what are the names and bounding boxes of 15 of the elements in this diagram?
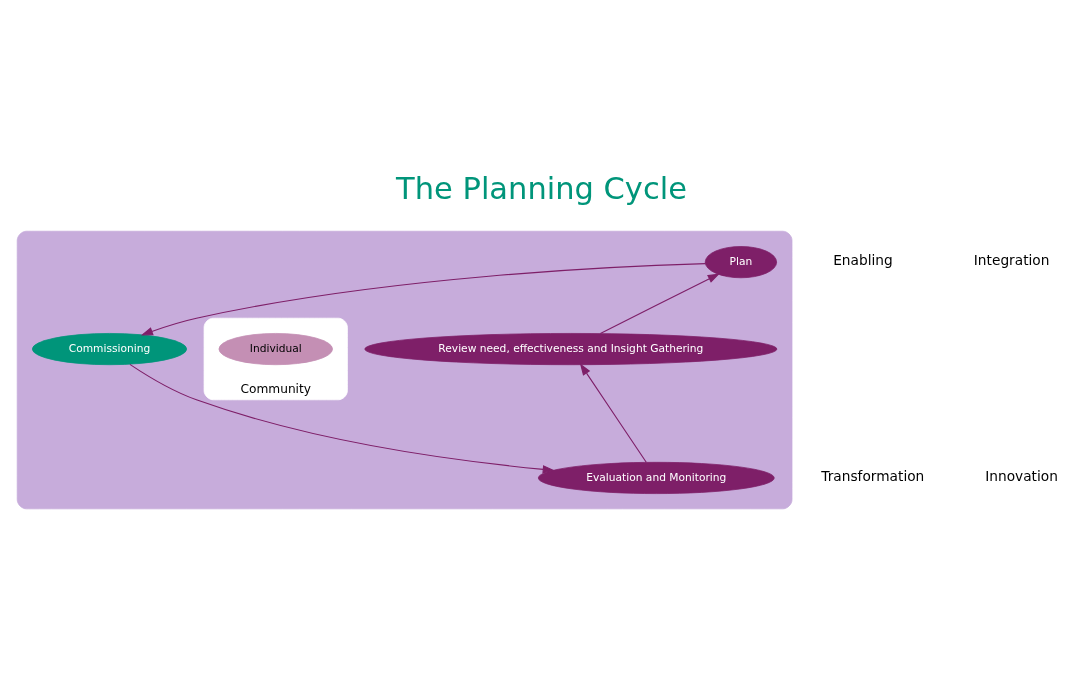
- cluster: [16, 230, 793, 510]
- arrow: [140, 263, 706, 336]
- label: Integration: [973, 252, 1050, 269]
- label: Innovation: [985, 468, 1058, 485]
- node-ellipse: Evaluation and Monitoring: [537, 461, 775, 494]
- node-ellipse: Review need, effectiveness and Insight Gathering: [364, 333, 778, 366]
- arrow: [599, 273, 720, 335]
- node-ellipse: Individual: [218, 333, 333, 366]
- arrow: [129, 363, 555, 474]
- arrow: [579, 363, 647, 463]
- diagram-title: The Planning Cycle: [396, 170, 687, 206]
- node-ellipse: Plan: [704, 246, 777, 279]
- label: Enabling: [833, 252, 893, 269]
- node-ellipse: Commissioning: [31, 333, 188, 366]
- label: Transformation: [821, 468, 925, 485]
